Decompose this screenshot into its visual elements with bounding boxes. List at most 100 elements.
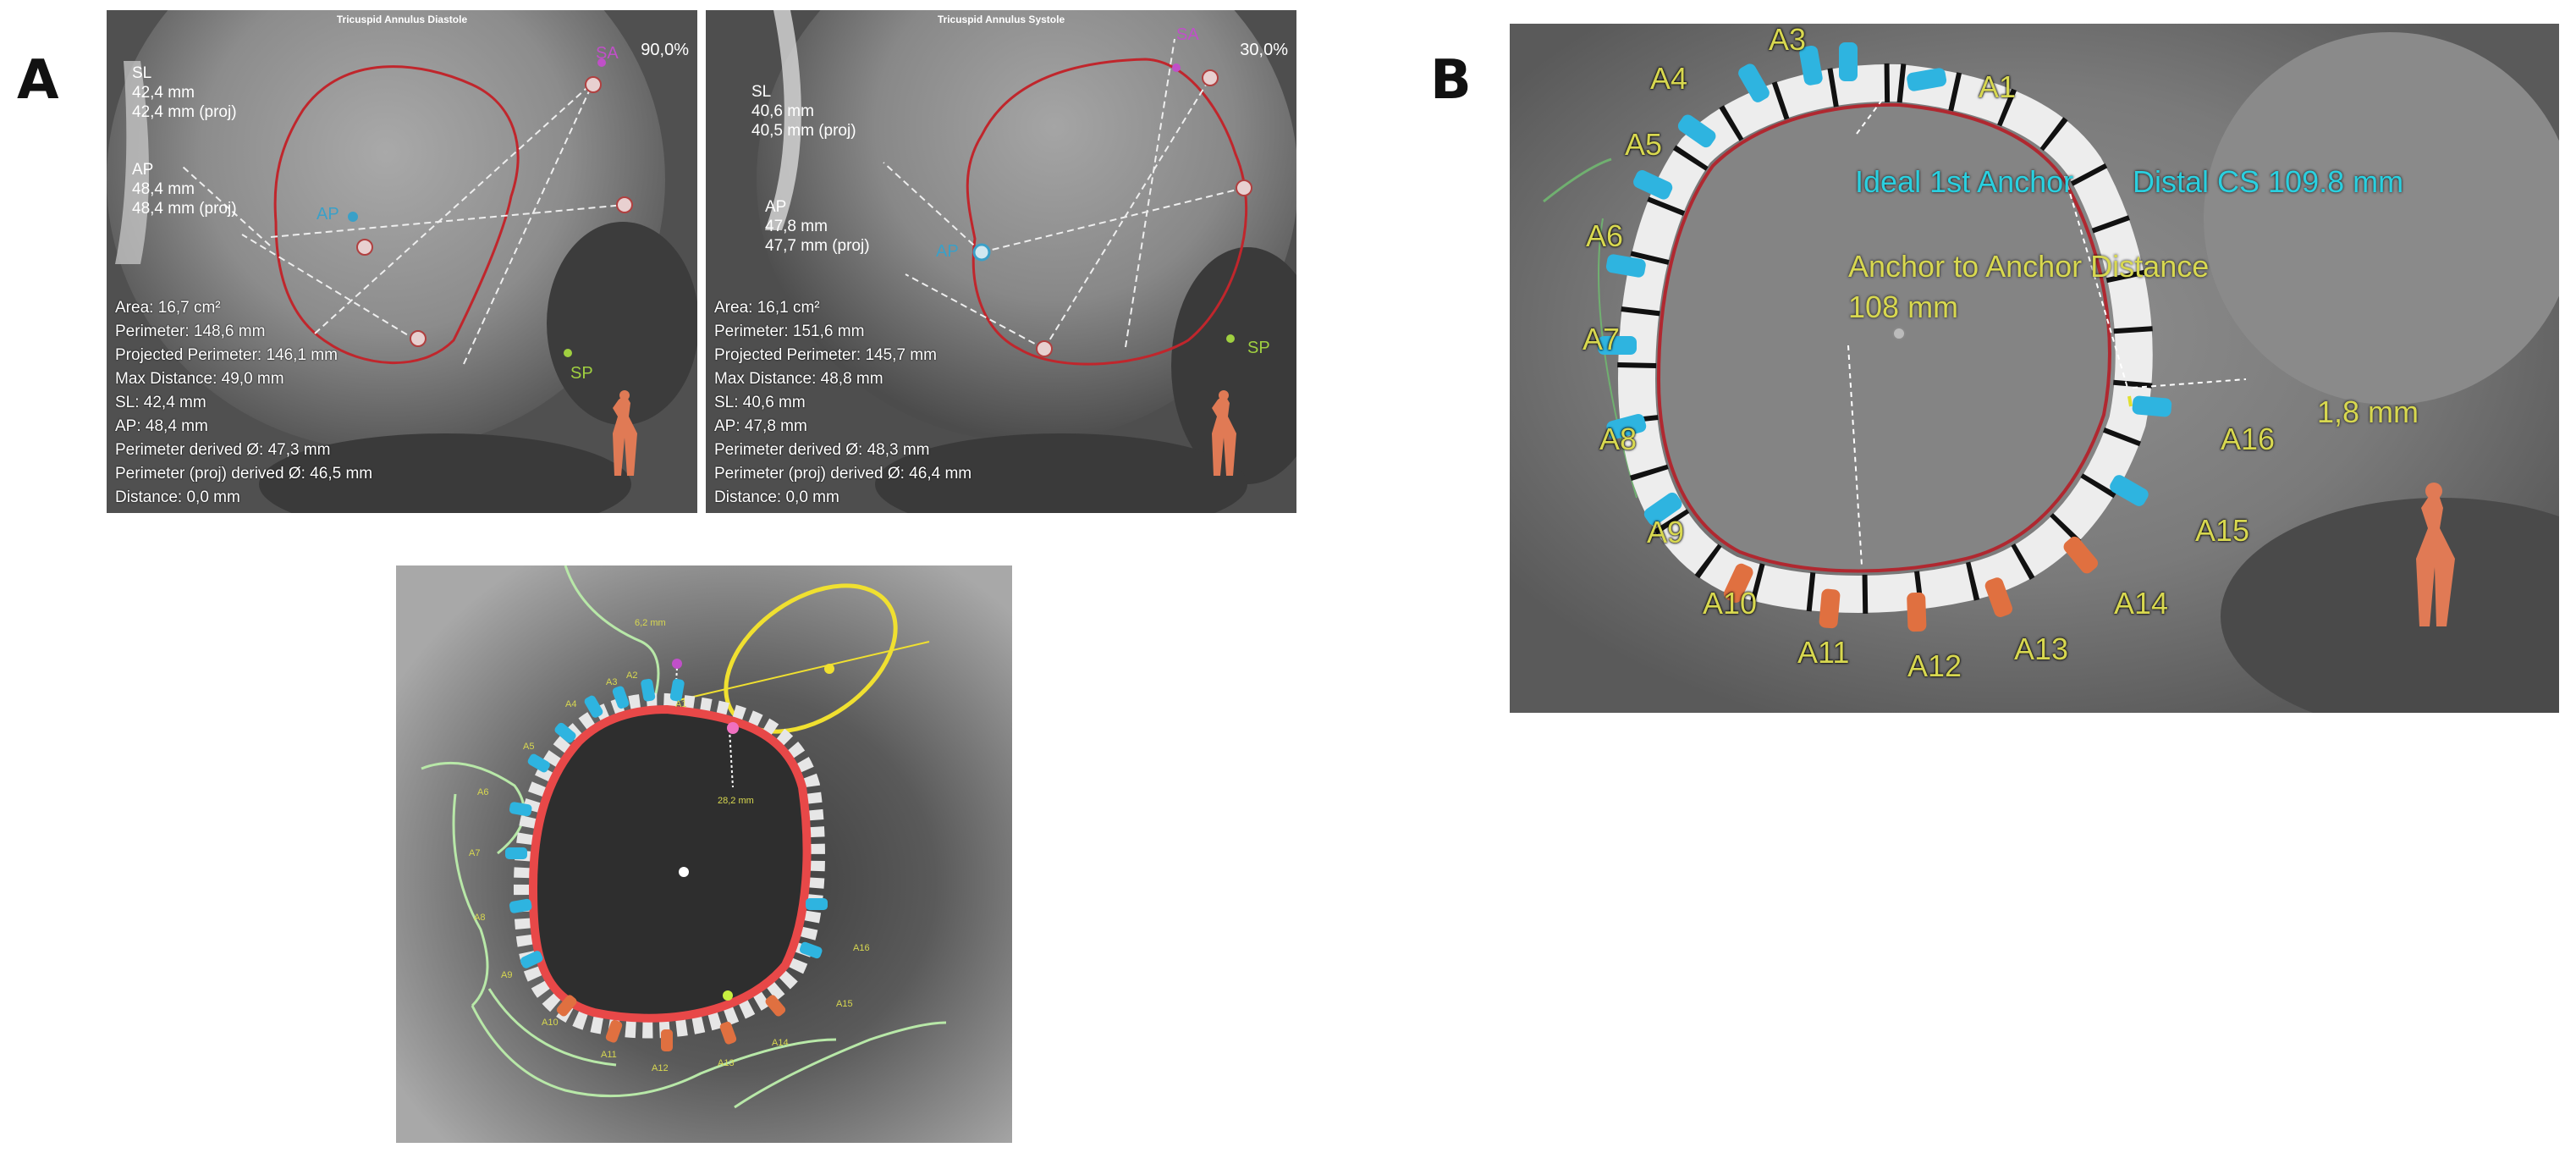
anchor-label-a11: A11 [1797, 635, 1850, 670]
stat-line: AP: 47,8 mm [714, 417, 807, 435]
anchor-peg [806, 898, 828, 910]
anchor-label-a1: A1 [675, 699, 687, 709]
anchor-label-a15: A15 [836, 999, 853, 1009]
anchor-peg [520, 951, 543, 968]
ct-diastole-image [107, 10, 697, 513]
ap-label: AP [765, 198, 787, 216]
anchor-label-a3: A3 [606, 677, 618, 687]
ct-diastole-panel: Tricuspid Annulus Diastole 90,0% SL 42,4… [107, 10, 697, 513]
sa-tag: SA [1176, 25, 1199, 44]
anchor-label-a12: A12 [1907, 648, 1962, 683]
panelb-anchor-group [1598, 42, 2172, 632]
anchor-peg [1839, 42, 1858, 81]
sl-label: SL [751, 83, 772, 101]
ap-proj: 47,7 mm (proj) [765, 237, 870, 255]
anchor-map-panel: Ideal 1st Anchor Distal CS 109.8 mm Anch… [1510, 24, 2559, 713]
ct-systole-panel: Tricuspid Annulus Systole 30,0% SL 40,6 … [706, 10, 1296, 513]
anchor-label-a10: A10 [542, 1018, 559, 1028]
fluoro-anchor-group [505, 678, 828, 1051]
anchor-label-a4: A4 [565, 699, 577, 709]
anchor-label-a5: A5 [523, 742, 535, 752]
ap-value: 48,4 mm [132, 180, 195, 198]
anchor-peg [1984, 577, 2013, 617]
panel-title: Tricuspid Annulus Diastole [336, 14, 468, 25]
ap-value: 47,8 mm [765, 218, 828, 235]
figure-letter-b: B [1430, 49, 1472, 112]
sl-value: 40,6 mm [751, 102, 814, 120]
anchor-peg [669, 678, 685, 702]
figure-letter-a: A [17, 49, 59, 112]
measure-top-label: 6,2 mm [635, 618, 666, 628]
anchor-peg [661, 1029, 673, 1051]
stat-line: AP: 48,4 mm [115, 417, 208, 435]
anchor-label-a6: A6 [1586, 218, 1624, 253]
anchor-peg [799, 941, 823, 959]
anchor-label-a7: A7 [469, 848, 481, 858]
stat-line: Projected Perimeter: 145,7 mm [714, 346, 937, 364]
anchor-label-a2: A2 [626, 670, 638, 681]
stat-line: Perimeter derived Ø: 48,3 mm [714, 441, 930, 459]
stat-line: SL: 40,6 mm [714, 394, 806, 411]
sl-proj: 40,5 mm (proj) [751, 122, 856, 140]
anchor-peg [527, 753, 550, 773]
stat-line: Max Distance: 48,8 mm [714, 370, 883, 388]
distal-cs-label: Distal CS 109.8 mm [2133, 164, 2404, 199]
stat-line: Perimeter (proj) derived Ø: 46,4 mm [714, 465, 972, 483]
anchor-label-a3: A3 [1769, 24, 1807, 57]
anchor-peg [1677, 114, 1716, 148]
anchor-label-a9: A9 [501, 970, 513, 980]
sl-value: 42,4 mm [132, 84, 195, 102]
anchor-peg [1606, 414, 1647, 439]
sp-tag: SP [1247, 339, 1270, 357]
ap-proj: 48,4 mm (proj) [132, 200, 237, 218]
stat-line: Max Distance: 49,0 mm [115, 370, 284, 388]
anchor-peg [1799, 45, 1823, 86]
anchor-peg [505, 847, 527, 859]
anchor-label-a12: A12 [652, 1063, 669, 1073]
sp-tag: SP [570, 364, 593, 383]
ct-systole-image [706, 10, 1296, 513]
anchor-peg [1605, 254, 1646, 278]
anchor-label-a13: A13 [2014, 632, 2069, 666]
anchor-peg [605, 1019, 623, 1043]
sl-label: SL [132, 64, 152, 82]
measurement-stats: Area: 16,7 cm² Perimeter: 148,6 mm Proje… [115, 296, 372, 510]
anchor-label-a4: A4 [1650, 61, 1688, 96]
anchor-peg [2132, 395, 2172, 417]
sa-tag: SA [596, 44, 619, 63]
anchor-peg [612, 686, 630, 709]
anchor-label-a14: A14 [2114, 586, 2169, 621]
stat-line: SL: 42,4 mm [115, 394, 206, 411]
anchor-label-a1: A1 [1979, 69, 2017, 104]
anchor-label-a10: A10 [1703, 586, 1758, 621]
anchor-peg [1907, 592, 1927, 632]
ap-tag: AP [936, 242, 959, 261]
anchor-peg [719, 1021, 737, 1045]
fluoro-3d-image [396, 565, 1012, 1143]
phase-percent: 30,0% [1240, 41, 1288, 59]
anchor-label-a16: A16 [853, 943, 870, 953]
ideal-anchor-label: Ideal 1st Anchor [1855, 164, 2074, 199]
anchor-peg [509, 802, 532, 817]
anchor-label-a13: A13 [718, 1058, 735, 1068]
anchor-label-a6: A6 [477, 787, 489, 797]
stat-line: Projected Perimeter: 146,1 mm [115, 346, 338, 364]
gap-measure-label: 1,8 mm [2317, 394, 2419, 429]
stat-line: Perimeter (proj) derived Ø: 46,5 mm [115, 465, 373, 483]
sl-proj: 42,4 mm (proj) [132, 103, 237, 121]
anchor-label-a15: A15 [2195, 513, 2250, 548]
anchor-peg [2063, 536, 2098, 574]
anchor-label-a14: A14 [772, 1038, 789, 1048]
stat-line: Distance: 0,0 mm [714, 488, 839, 506]
stat-line: Perimeter: 151,6 mm [714, 323, 865, 340]
ap-tag: AP [316, 205, 339, 223]
anchor-map-image [1510, 24, 2559, 713]
stat-line: Area: 16,1 cm² [714, 299, 820, 317]
anchor-peg [765, 995, 786, 1017]
anchor-distance-value: 108 mm [1848, 290, 1959, 324]
anchor-peg [556, 995, 577, 1017]
anchor-peg [1819, 588, 1841, 629]
anchor-peg [509, 898, 532, 913]
anchor-peg [1738, 63, 1770, 102]
anchor-peg [1598, 336, 1637, 355]
